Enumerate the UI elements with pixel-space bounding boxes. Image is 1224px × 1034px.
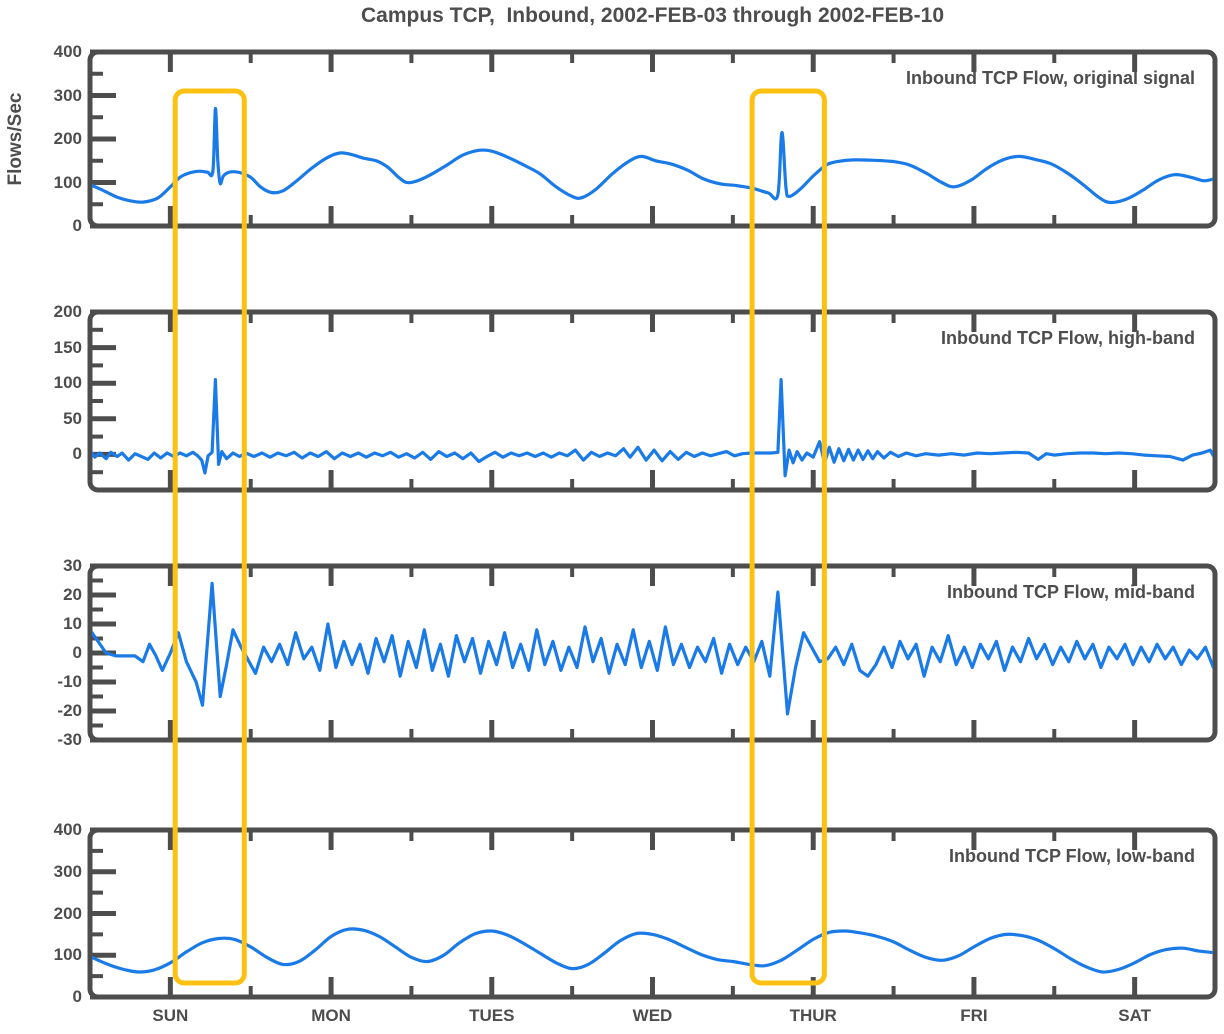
y-tick-label: 10 xyxy=(63,614,82,633)
y-tick-label: 100 xyxy=(53,945,82,965)
x-axis-day-label: TUES xyxy=(469,1006,515,1025)
x-axis-day-label: SAT xyxy=(1118,1006,1152,1025)
x-axis-day-label: FRI xyxy=(960,1006,988,1025)
y-tick-label: 300 xyxy=(53,85,82,105)
y-tick-label: 0 xyxy=(72,987,82,1006)
y-tick-label: 30 xyxy=(63,556,82,575)
y-tick-label: 0 xyxy=(72,643,82,662)
y-tick-label: 300 xyxy=(53,861,82,881)
panel-title-low-band: Inbound TCP Flow, low-band xyxy=(949,846,1195,866)
signal-line-high-band xyxy=(92,378,1213,478)
signal-line-original-signal xyxy=(92,106,1213,205)
y-tick-label: 400 xyxy=(53,42,82,61)
panel-title-mid-band: Inbound TCP Flow, mid-band xyxy=(947,582,1195,602)
y-tick-label: 50 xyxy=(63,408,82,428)
y-tick-label: 0 xyxy=(72,444,82,464)
y-tick-label: 200 xyxy=(53,302,82,321)
x-axis-day-label: THUR xyxy=(789,1006,837,1025)
y-tick-label: 20 xyxy=(63,585,82,604)
y-tick-label: 200 xyxy=(53,903,82,923)
y-tick-label: 100 xyxy=(53,172,82,192)
highlight-box-thursday-anomaly xyxy=(749,88,827,986)
y-tick-label: -10 xyxy=(57,672,82,691)
y-tick-label: 150 xyxy=(53,337,82,357)
chart-title: Campus TCP, Inbound, 2002-FEB-03 through… xyxy=(360,4,945,27)
panel-title-original-signal: Inbound TCP Flow, original signal xyxy=(906,68,1195,88)
y-tick-label: -20 xyxy=(57,701,82,720)
y-tick-label: 0 xyxy=(72,216,82,235)
y-tick-label: 400 xyxy=(53,820,82,839)
y-tick-label: 200 xyxy=(53,129,82,148)
highlight-box-sunday-anomaly xyxy=(172,88,247,986)
x-axis-day-label: WED xyxy=(632,1006,673,1025)
panel-title-high-band: Inbound TCP Flow, high-band xyxy=(941,328,1195,348)
x-axis-day-label: MON xyxy=(311,1006,351,1025)
signal-line-low-band xyxy=(92,927,1213,974)
signal-line-mid-band xyxy=(92,581,1213,716)
y-tick-label: 100 xyxy=(53,373,82,393)
y-tick-label: -30 xyxy=(57,730,82,749)
x-axis-day-label: SUN xyxy=(152,1006,189,1025)
